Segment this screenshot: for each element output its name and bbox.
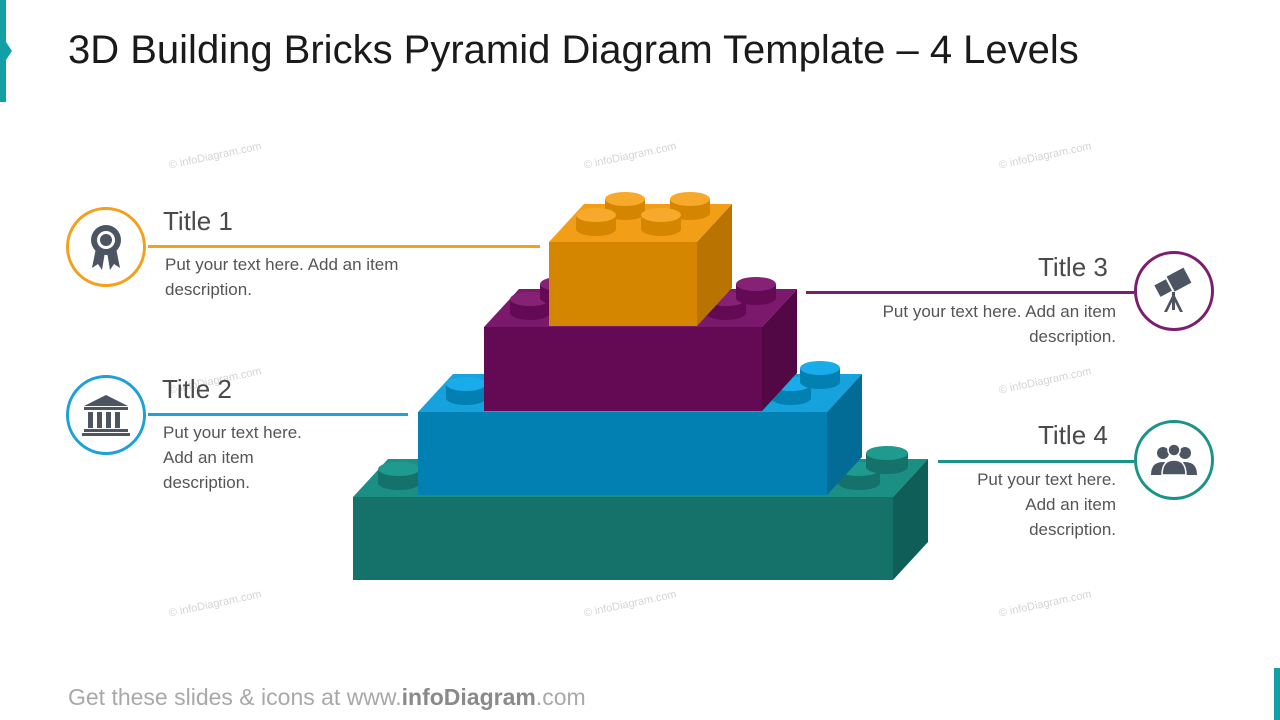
brick-level-2-side	[827, 374, 862, 495]
footer-brand[interactable]: infoDiagram	[401, 684, 536, 710]
title-2-description: Put your text here. Add an item descript…	[163, 423, 302, 492]
brick-level-3-front	[484, 327, 762, 411]
title-4-connector-line	[938, 460, 1134, 463]
accent-notch	[6, 42, 12, 60]
brick-level-1-front	[549, 242, 697, 326]
brick-level-1	[549, 192, 732, 326]
footer-credit: Get these slides & icons at www.infoDiag…	[68, 684, 586, 711]
accent-bar	[0, 0, 6, 102]
title-2-heading: Title 2	[162, 374, 232, 404]
title-1-description: Put your text here. Add an item descript…	[165, 255, 399, 299]
title-1-icon-circle	[66, 207, 146, 287]
title-1-connector-line	[148, 245, 540, 248]
footer-suffix: .com	[535, 684, 586, 710]
title-1-heading: Title 1	[163, 206, 233, 236]
title-4-description: Put your text here. Add an item descript…	[977, 470, 1116, 539]
brick-level-1-studs	[576, 192, 710, 236]
brick-level-4-side	[893, 459, 928, 580]
brick-level-1-side	[697, 204, 732, 326]
title-4-heading: Title 4	[1038, 420, 1108, 450]
footer-prefix: Get these slides & icons at www.	[68, 684, 402, 710]
title-3-heading: Title 3	[1038, 252, 1108, 282]
brick-level-3-side	[762, 289, 797, 411]
bank-building-icon	[82, 395, 130, 436]
page-title: 3D Building Bricks Pyramid Diagram Templ…	[68, 28, 1079, 72]
team-people-icon	[1151, 443, 1197, 476]
brick-level-4-front	[353, 497, 893, 580]
title-3-icon-circle	[1134, 251, 1214, 331]
brick-level-2-front	[418, 412, 827, 495]
title-2-connector-line	[148, 413, 408, 416]
brick-level-4-studs	[378, 446, 908, 490]
brick-level-2-studs	[446, 361, 840, 405]
title-4-icon-circle	[1134, 420, 1214, 500]
corner-accent-bar	[1274, 668, 1280, 720]
telescope-icon	[1154, 267, 1192, 312]
title-3-connector-line	[806, 291, 1134, 294]
title-2-icon-circle	[66, 375, 146, 455]
award-ribbon-icon	[91, 225, 121, 270]
title-3-description: Put your text here. Add an item descript…	[882, 302, 1116, 346]
